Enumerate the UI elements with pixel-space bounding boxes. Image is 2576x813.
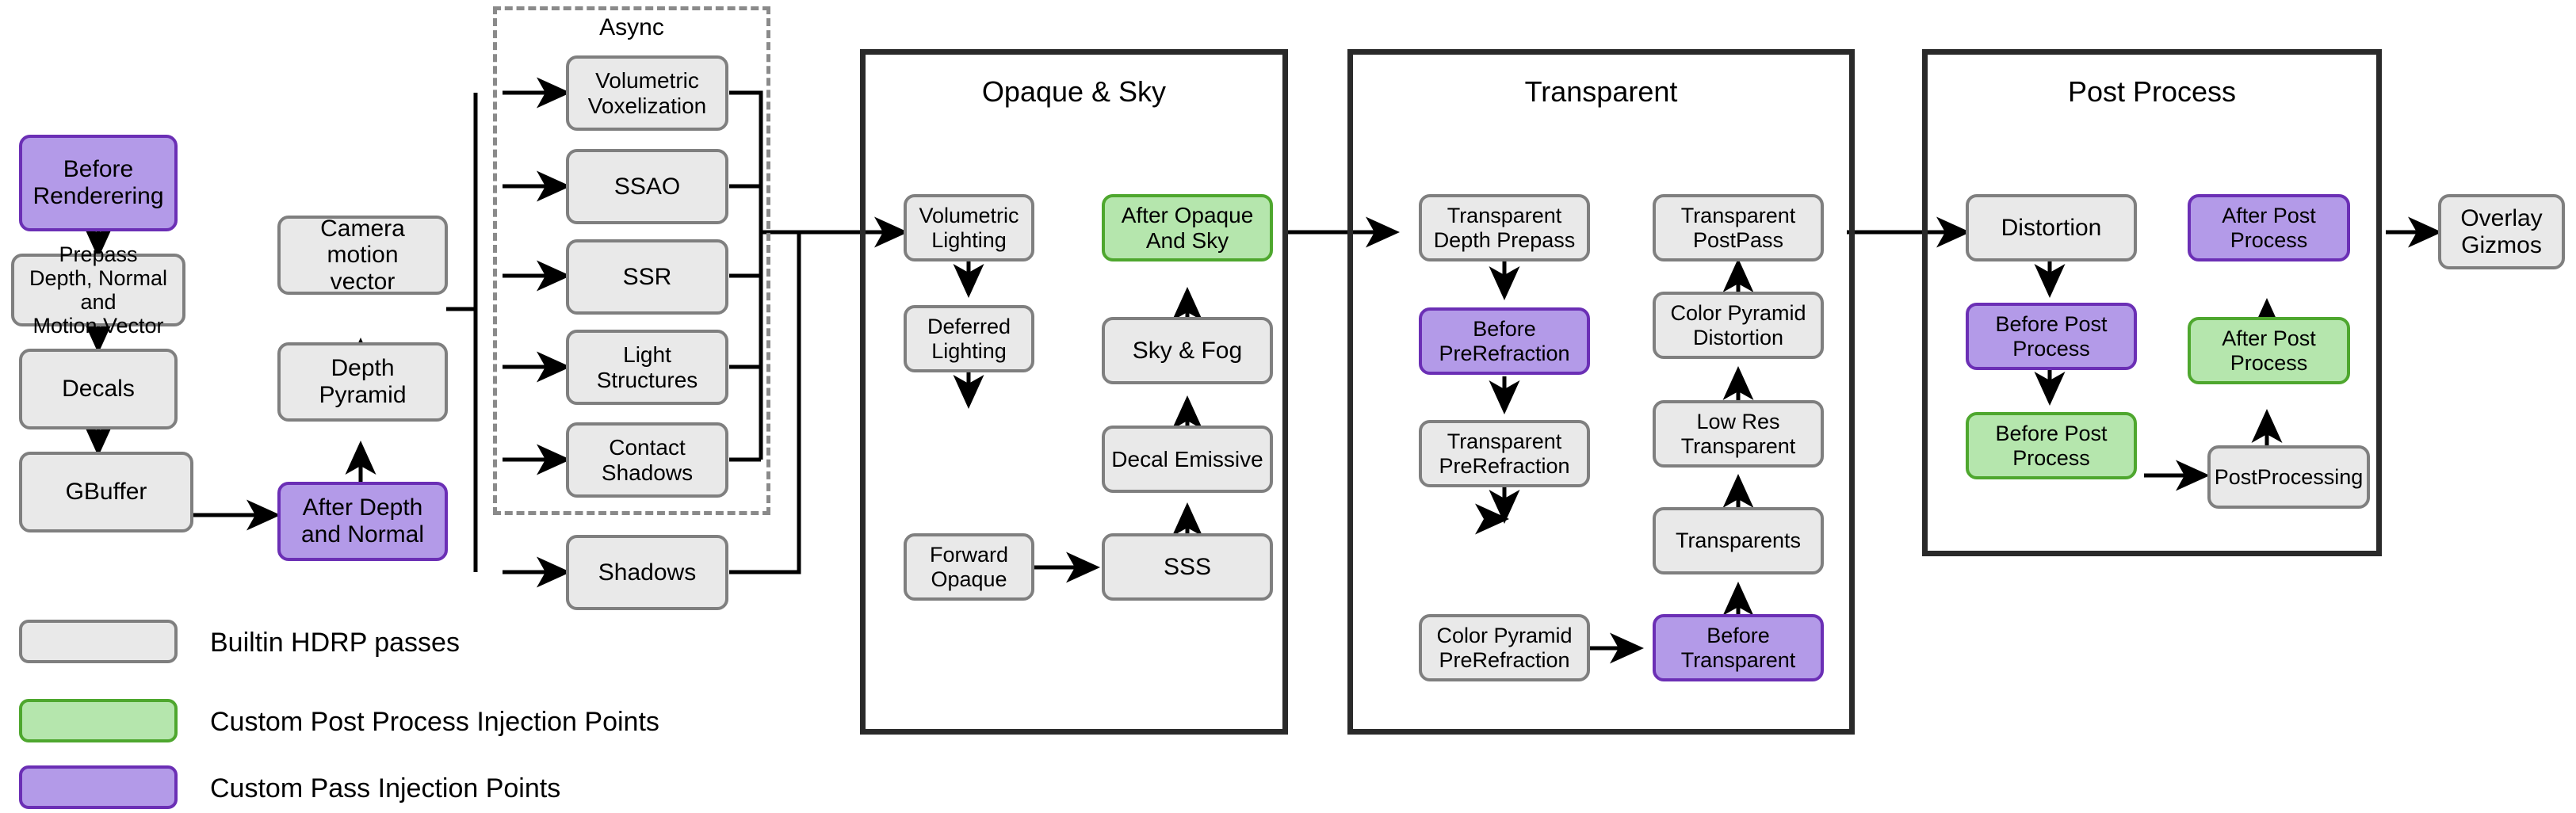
node-after-opaque-and-sky[interactable]: After Opaque And Sky [1102,194,1273,261]
node-sss[interactable]: SSS [1102,533,1273,601]
node-color-pyramid-distortion[interactable]: Color Pyramid Distortion [1653,292,1824,359]
node-label: Sky & Fog [1132,337,1243,364]
node-label: Transparent PostPass [1680,204,1796,252]
node-ssao[interactable]: SSAO [566,149,728,224]
group-opaque-and-sky-title: Opaque & Sky [981,75,1167,108]
node-color-pyramid-prerefraction[interactable]: Color Pyramid PreRefraction [1419,614,1590,681]
node-sky-and-fog[interactable]: Sky & Fog [1102,317,1273,384]
node-prepass[interactable]: Prepass Depth, Normal and Motion Vector [11,242,185,338]
node-label: Before Renderering [32,156,164,209]
node-label: Before Transparent [1680,624,1796,672]
node-distortion[interactable]: Distortion [1966,194,2137,261]
node-before-post-process-pp[interactable]: Before Post Process [1966,412,2137,479]
node-transparent-postpass[interactable]: Transparent PostPass [1653,194,1824,261]
node-label: GBuffer [65,479,147,506]
node-transparent-depth-prepass[interactable]: Transparent Depth Prepass [1419,194,1590,261]
node-postprocessing[interactable]: PostProcessing [2207,445,2370,509]
node-light-structures[interactable]: Light Structures [566,330,728,405]
node-before-rendering[interactable]: Before Renderering [19,135,178,231]
node-label: After Opaque And Sky [1121,203,1254,253]
node-before-transparent[interactable]: Before Transparent [1653,614,1824,681]
node-label: After Post Process [2222,326,2316,375]
node-volumetric-lighting[interactable]: Volumetric Lighting [904,194,1034,261]
node-gbuffer[interactable]: GBuffer [19,452,193,532]
node-label: Low Res Transparent [1680,410,1796,458]
node-label: Shadows [598,559,697,586]
async-group-title: Async [599,14,664,40]
node-label: Prepass Depth, Normal and Motion Vector [29,242,168,338]
node-label: SSS [1163,553,1212,580]
node-label: Overlay Gizmos [2460,204,2543,258]
node-label: Light Structures [596,342,698,392]
node-label: Decal Emissive [1111,446,1263,471]
node-label: Before Post Process [1995,422,2108,470]
node-label: Volumetric Voxelization [587,68,707,118]
node-forward-opaque[interactable]: Forward Opaque [904,533,1034,601]
node-label: Transparents [1675,529,1802,553]
node-volumetric-voxelization[interactable]: Volumetric Voxelization [566,55,728,131]
node-label: Forward Opaque [929,543,1009,591]
node-label: Before Post Process [1995,312,2108,361]
node-ssr[interactable]: SSR [566,239,728,315]
legend-label-builtin: Builtin HDRP passes [210,628,460,658]
node-label: SSR [622,263,672,290]
node-low-res-transparent[interactable]: Low Res Transparent [1653,400,1824,468]
node-label: Depth Pyramid [319,355,407,408]
node-overlay-gizmos[interactable]: Overlay Gizmos [2438,194,2565,269]
group-transparent [1347,49,1855,735]
async-group [493,6,770,515]
node-before-post-process-pass[interactable]: Before Post Process [1966,303,2137,370]
node-contact-shadows[interactable]: Contact Shadows [566,422,728,498]
node-decals[interactable]: Decals [19,349,178,429]
node-transparent-prerefraction[interactable]: Transparent PreRefraction [1419,420,1590,487]
node-transparents[interactable]: Transparents [1653,507,1824,574]
node-label: Transparent PreRefraction [1439,429,1570,478]
legend-label-custom-post-process: Custom Post Process Injection Points [210,707,659,737]
node-label: Distortion [2001,214,2102,241]
node-label: Volumetric Lighting [919,204,1019,252]
node-before-prerefraction[interactable]: Before PreRefraction [1419,307,1590,375]
node-shadows[interactable]: Shadows [566,535,728,610]
legend-label-custom-pass: Custom Pass Injection Points [210,773,561,803]
node-label: Camera motion vector [320,215,405,295]
node-label: After Post Process [2222,204,2316,252]
legend-swatch-custom-pass [19,765,178,809]
group-transparent-title: Transparent [1524,75,1678,108]
legend-swatch-custom-post-process [19,699,178,742]
node-label: PostProcessing [2214,464,2364,489]
group-opaque-and-sky [860,49,1288,735]
node-after-post-process-pp[interactable]: After Post Process [2188,317,2350,384]
node-depth-pyramid[interactable]: Depth Pyramid [277,342,448,422]
node-label: Before PreRefraction [1439,317,1570,365]
node-label: Deferred Lighting [927,315,1011,363]
group-post-process-title: Post Process [2067,75,2237,108]
node-label: Color Pyramid Distortion [1670,301,1806,349]
group-post-process [1922,49,2382,556]
node-label: SSAO [613,173,681,200]
node-camera-motion-vector[interactable]: Camera motion vector [277,216,448,295]
node-label: Color Pyramid PreRefraction [1436,624,1573,672]
node-after-depth-and-normal[interactable]: After Depth and Normal [277,482,448,561]
node-after-post-process-pass[interactable]: After Post Process [2188,194,2350,261]
node-deferred-lighting[interactable]: Deferred Lighting [904,305,1034,372]
node-label: Contact Shadows [601,435,694,485]
legend-swatch-builtin [19,620,178,663]
node-label: Transparent Depth Prepass [1433,204,1576,252]
node-label: Decals [62,376,135,403]
node-decal-emissive[interactable]: Decal Emissive [1102,426,1273,493]
node-label: After Depth and Normal [300,494,425,548]
